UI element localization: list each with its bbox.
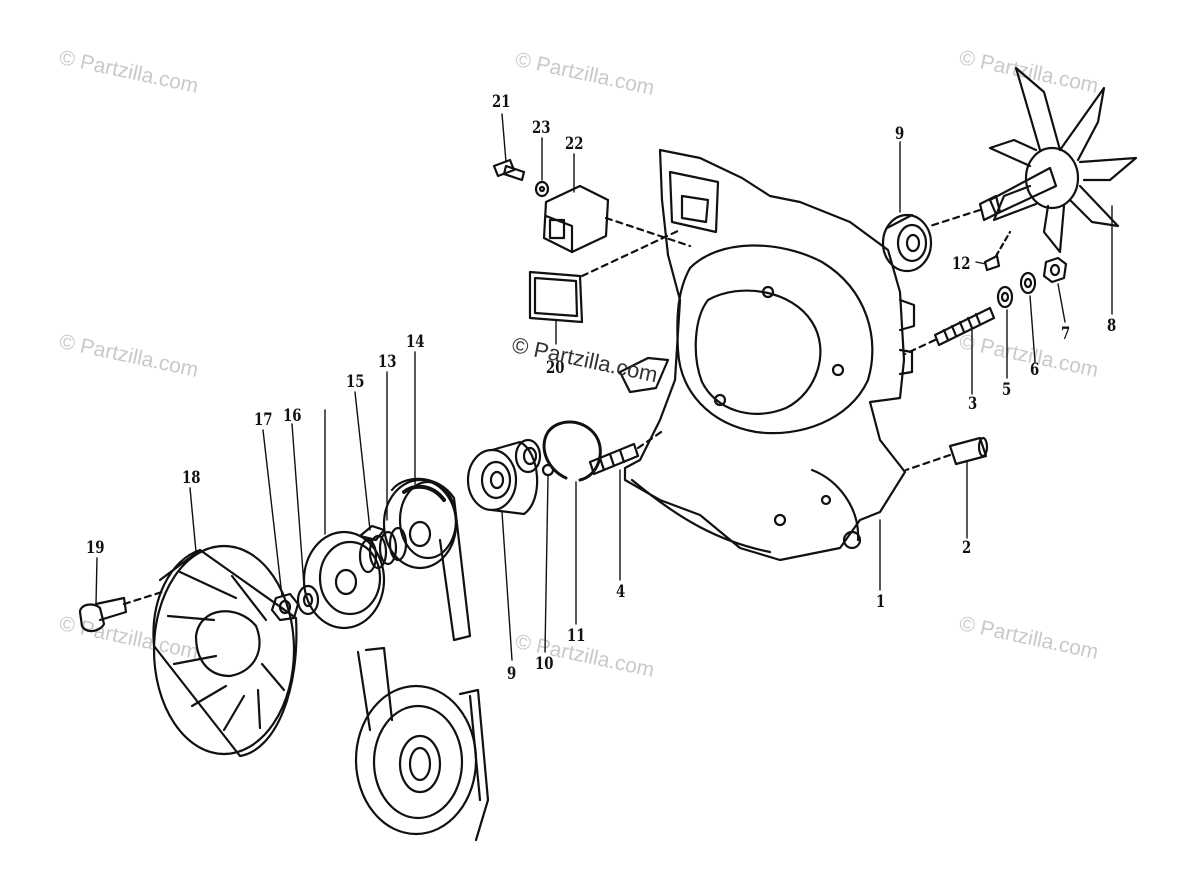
washer-part-23 xyxy=(534,180,550,198)
screw-part-21 xyxy=(492,158,526,182)
callout-8: 8 xyxy=(1107,316,1117,336)
switch-part-22 xyxy=(542,184,692,278)
callout-13: 13 xyxy=(378,352,397,372)
washer-part-6 xyxy=(1019,271,1037,295)
callout-19: 19 xyxy=(86,538,105,558)
callout-17: 17 xyxy=(254,410,273,430)
callout-23: 23 xyxy=(532,118,551,138)
callout-6: 6 xyxy=(1030,360,1040,380)
washer-part-16 xyxy=(296,584,320,616)
leader-lines xyxy=(95,113,1113,661)
key-part-12 xyxy=(983,230,1012,272)
stud-part-3 xyxy=(903,306,996,356)
callout-10: 10 xyxy=(535,654,554,674)
washer-part-5 xyxy=(996,285,1014,309)
snap-ring-part-11 xyxy=(542,420,602,482)
callout-18: 18 xyxy=(182,468,201,488)
callout-12: 12 xyxy=(952,254,971,274)
drive-clutch-with-belt xyxy=(354,646,490,842)
nut-part-7 xyxy=(1042,256,1068,284)
sheave-half xyxy=(302,530,386,630)
callout-16: 16 xyxy=(283,406,302,426)
callout-9-lower: 9 xyxy=(507,664,517,684)
callout-2: 2 xyxy=(962,538,972,558)
driven-pulley-part-14 xyxy=(382,477,472,642)
bearing-part-9-lower xyxy=(466,440,539,516)
callout-14: 14 xyxy=(406,332,425,352)
callout-1: 1 xyxy=(876,592,886,612)
callout-3: 3 xyxy=(968,394,978,414)
seal-part-10 xyxy=(514,438,555,477)
callout-15: 15 xyxy=(346,372,365,392)
plate-part-20 xyxy=(528,270,584,324)
callout-7: 7 xyxy=(1061,324,1071,344)
bolt-part-19 xyxy=(78,590,164,633)
callout-5: 5 xyxy=(1002,380,1012,400)
stud-part-4 xyxy=(588,428,666,476)
fan-part-8 xyxy=(928,66,1138,254)
callout-20: 20 xyxy=(546,358,565,378)
callout-21: 21 xyxy=(492,92,511,112)
bearing-part-9-upper xyxy=(881,213,933,273)
pin-part-2 xyxy=(904,436,989,472)
cover-part-18 xyxy=(152,544,298,758)
callout-4: 4 xyxy=(616,582,626,602)
callout-9-upper: 9 xyxy=(895,124,905,144)
housing-part-1 xyxy=(618,148,916,562)
callout-11: 11 xyxy=(567,626,586,646)
callout-22: 22 xyxy=(565,134,584,154)
